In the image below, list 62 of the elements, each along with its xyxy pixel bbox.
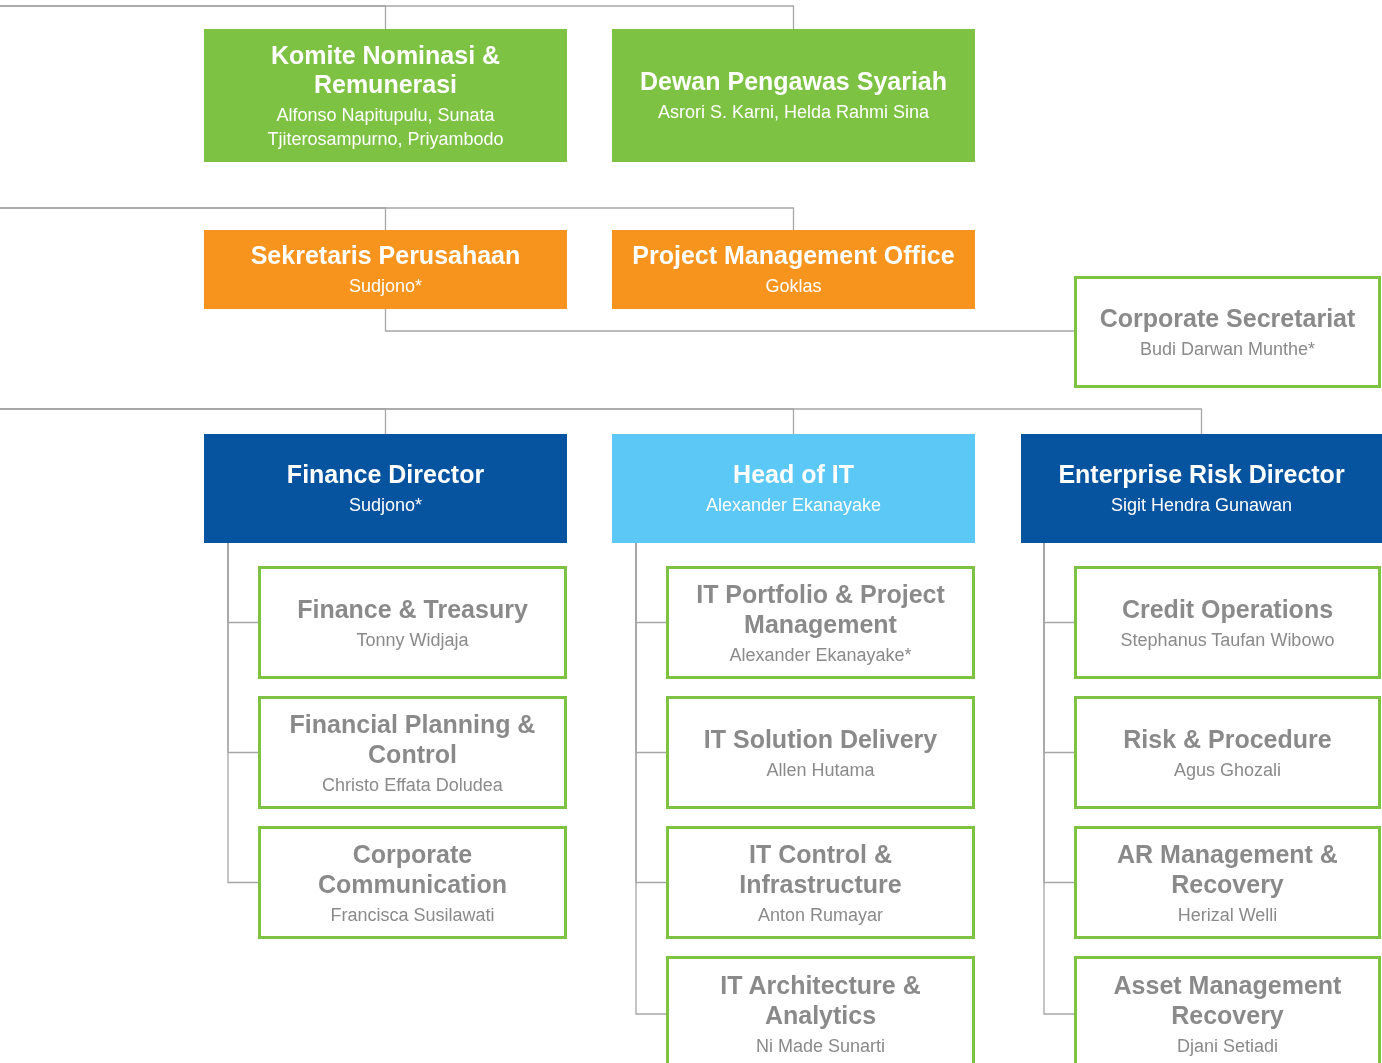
connector-line: [0, 207, 795, 231]
person-names: Goklas: [765, 275, 822, 298]
person-names: Asrori S. Karni, Helda Rahmi Sina: [657, 101, 930, 124]
unit-title: Sekretaris Perusahaan: [250, 241, 521, 270]
person-names: Sudjono*: [348, 275, 423, 298]
connector-line: [0, 5, 795, 30]
unit-title: IT Portfolio & Project Management: [695, 578, 946, 639]
org-box: [612, 434, 975, 543]
connector-line: [0, 408, 1203, 435]
org-box: [1074, 566, 1381, 679]
person-names: Allen Hutama: [766, 758, 875, 782]
org-box: [204, 434, 567, 543]
person-names: Sigit Hendra Gunawan: [1110, 494, 1293, 517]
person-names: Christo Effata Doludea: [322, 773, 503, 797]
org-box: [666, 566, 975, 679]
org-box: [1074, 956, 1381, 1063]
unit-title: Head of IT: [733, 460, 854, 489]
org-box: [1074, 826, 1381, 939]
person-names: Agus Ghozali: [1173, 758, 1282, 782]
person-names: Tonny Widjaja: [356, 628, 469, 652]
org-box: [204, 230, 567, 309]
unit-title: Financial Planning & Control: [288, 708, 537, 769]
unit-title: Corporate Secretariat: [1099, 303, 1356, 333]
org-box: [666, 826, 975, 939]
person-names: Alexander Ekanayake: [705, 494, 882, 517]
unit-title: IT Architecture & Analytics: [719, 970, 922, 1030]
unit-title: IT Solution Delivery: [703, 723, 938, 754]
org-box: [612, 29, 975, 162]
person-names: Anton Rumayar: [757, 903, 884, 927]
org-box: [1074, 696, 1381, 809]
unit-title: Risk & Procedure: [1123, 723, 1332, 754]
unit-title: Project Management Office: [632, 241, 955, 270]
unit-title: Credit Operations: [1121, 593, 1334, 624]
unit-title: Finance & Treasury: [297, 593, 528, 624]
person-names: Budi Darwan Munthe*: [1139, 338, 1316, 361]
person-names: Sudjono*: [348, 494, 423, 517]
org-box: [258, 826, 567, 939]
org-box: [258, 696, 567, 809]
unit-title: Finance Director: [286, 460, 485, 489]
person-names: Djani Setiadi: [1176, 1035, 1279, 1058]
unit-title: AR Management & Recovery: [1116, 838, 1339, 899]
unit-title: Enterprise Risk Director: [1058, 460, 1345, 489]
person-names: Francisca Susilawati: [330, 903, 495, 927]
person-names: Alfonso Napitupulu, Sunata Tjiterosampurno, Priyambodo: [266, 103, 505, 151]
connector-line: [384, 308, 1075, 332]
unit-title: IT Control & Infrastructure: [738, 838, 903, 899]
person-names: Herizal Welli: [1177, 903, 1278, 927]
unit-title: Asset Management Recovery: [1112, 970, 1343, 1030]
org-box: [204, 29, 567, 162]
org-box: [258, 566, 567, 679]
unit-title: Komite Nominasi & Remunerasi: [269, 40, 502, 99]
unit-title: Corporate Communication: [317, 838, 508, 899]
org-box: [1021, 434, 1382, 543]
person-names: Alexander Ekanayake*: [729, 643, 912, 667]
connector-line: [227, 542, 259, 884]
org-box: [612, 230, 975, 309]
org-box: [666, 956, 975, 1063]
person-names: Ni Made Sunarti: [755, 1035, 886, 1058]
org-box: [1074, 276, 1381, 388]
person-names: Stephanus Taufan Wibowo: [1120, 628, 1335, 652]
unit-title: Dewan Pengawas Syariah: [639, 67, 948, 96]
org-box: [666, 696, 975, 809]
